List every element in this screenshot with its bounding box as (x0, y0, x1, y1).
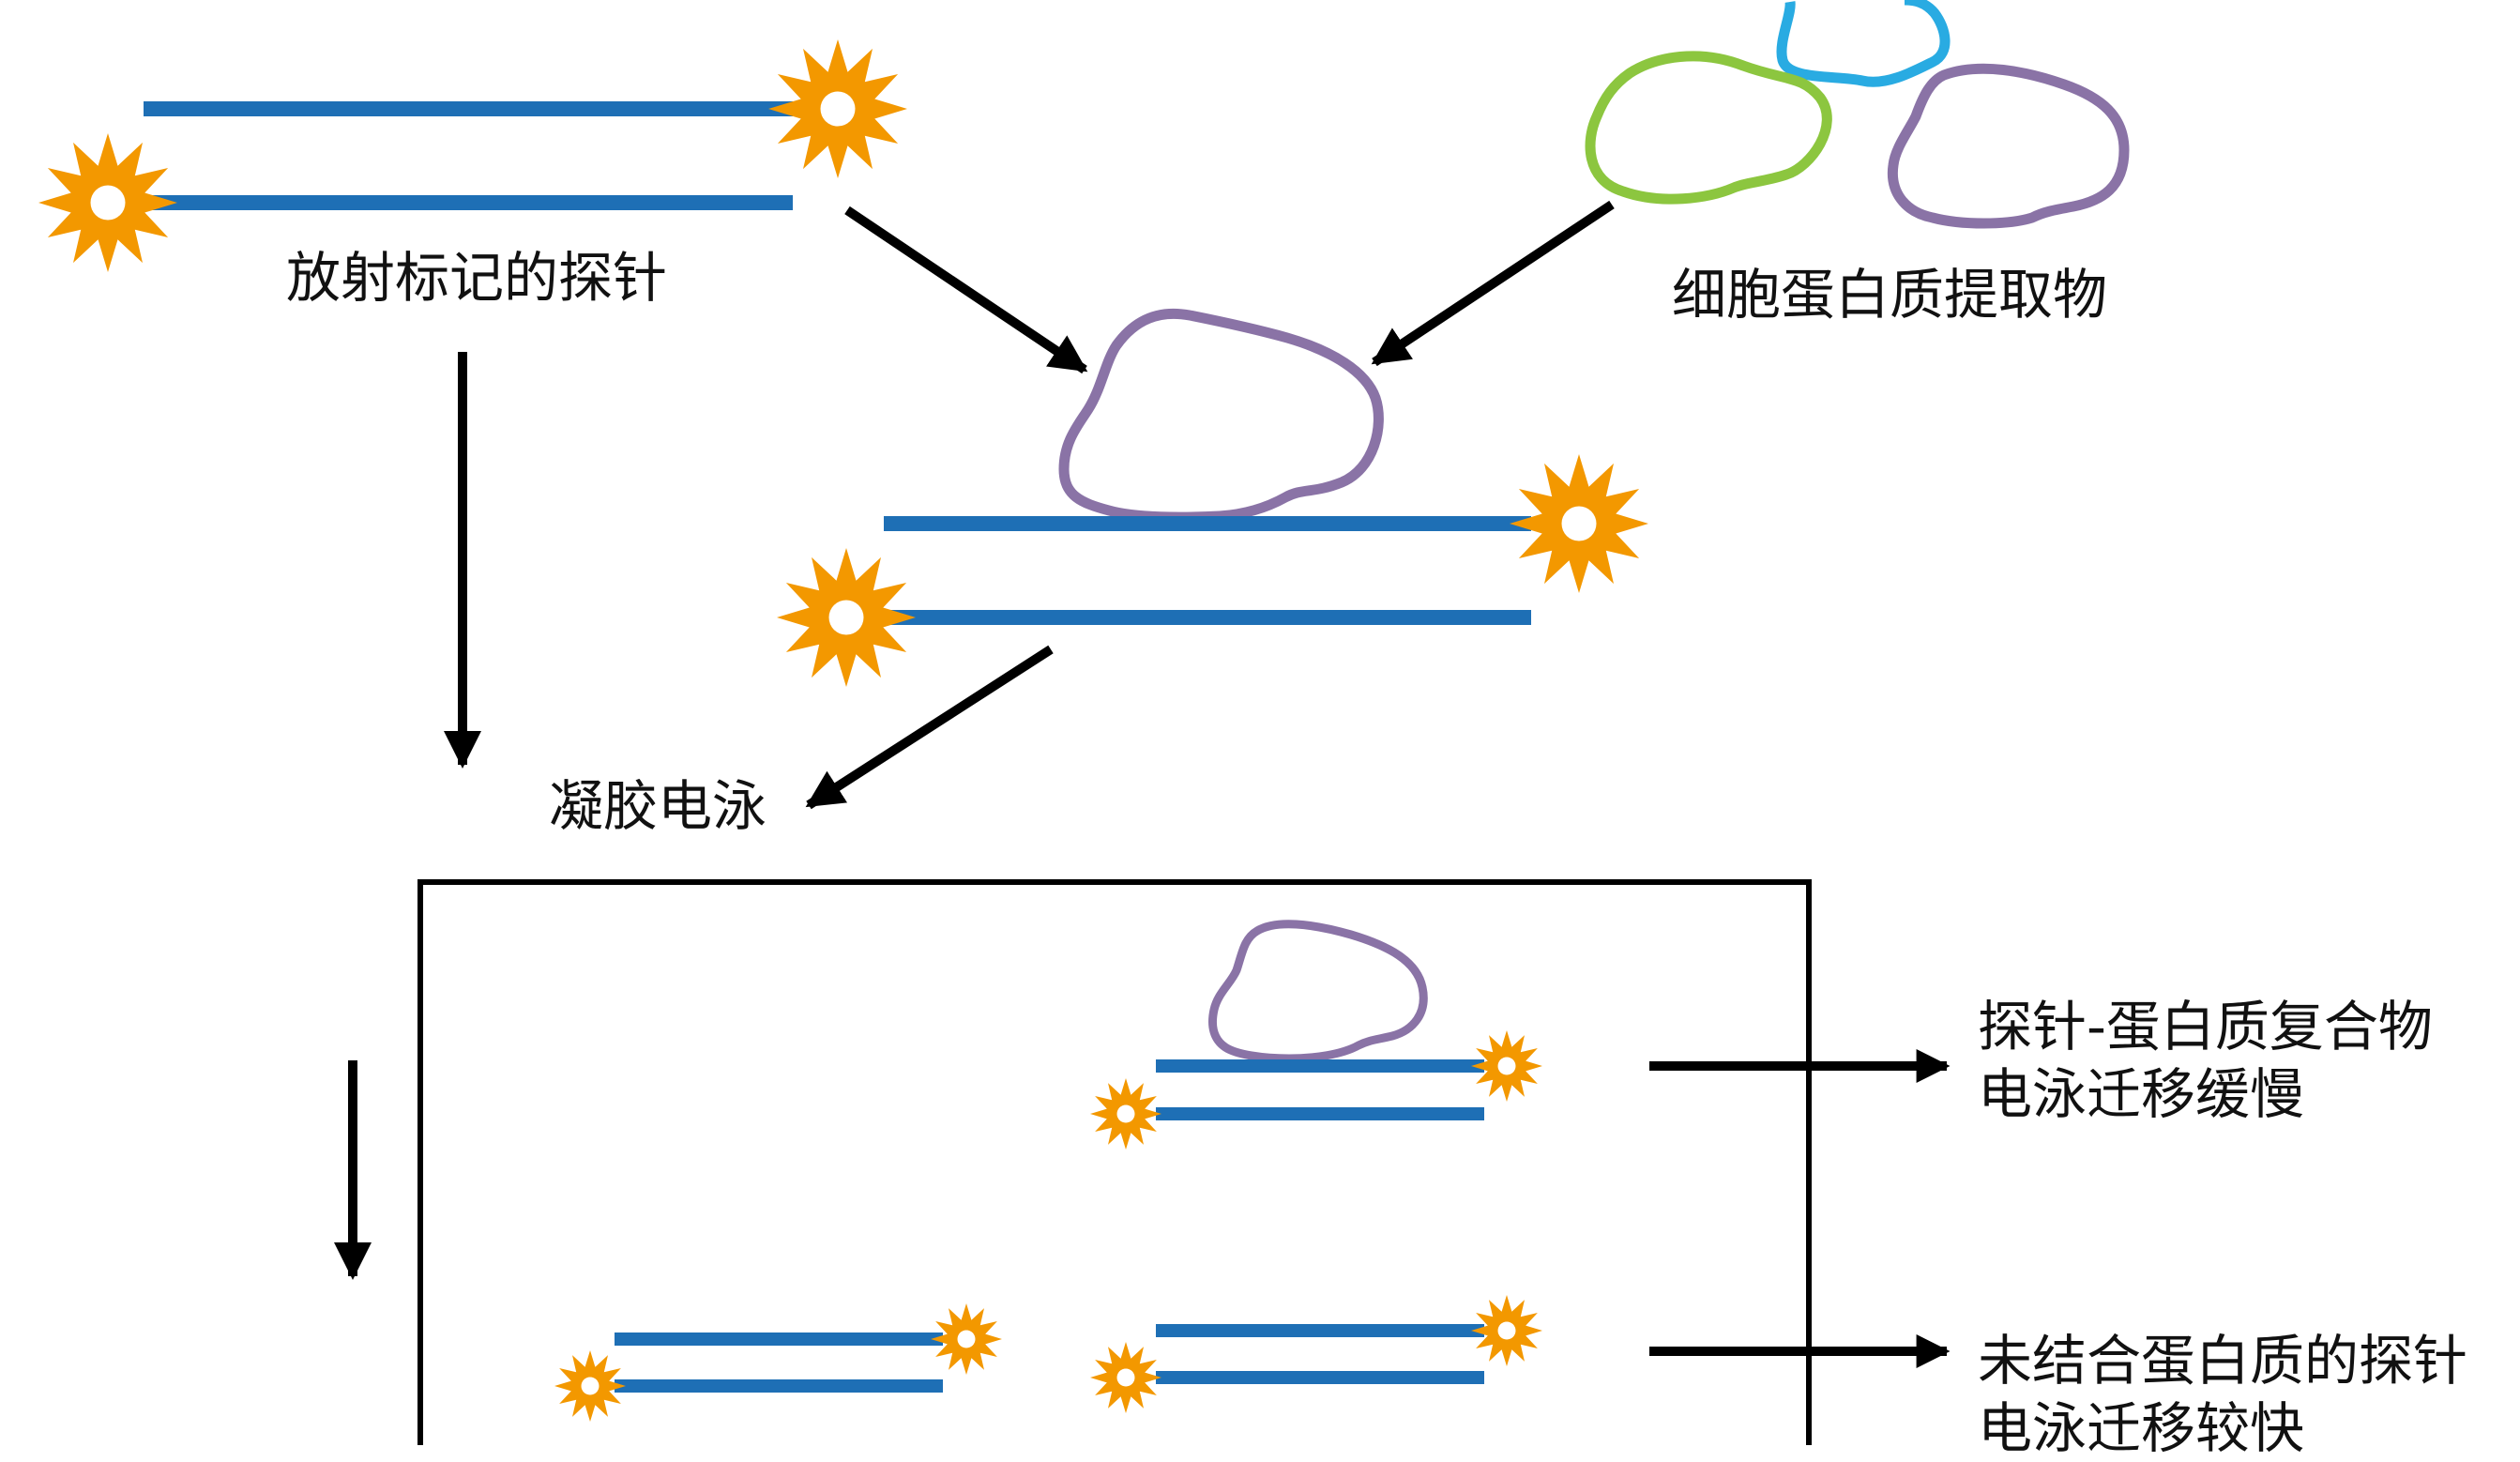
starburst-icon (1510, 454, 1648, 593)
starburst-center (1116, 1368, 1135, 1387)
gel-box (417, 879, 1812, 1445)
free-probe-top (38, 39, 907, 272)
starburst-icon (931, 1303, 1002, 1375)
starburst-icon (38, 133, 177, 272)
starburst-center (581, 1377, 600, 1395)
protein-blob-blue-icon (1776, 0, 1951, 87)
starburst-center (820, 91, 856, 127)
starburst-icon (1471, 1295, 1542, 1366)
protein-blob-purple-icon (1887, 63, 2130, 229)
starburst-center (90, 185, 126, 221)
starburst-icon (1090, 1078, 1161, 1150)
arrow-extract-to-complex (1371, 200, 1615, 367)
protein-blob-purple-icon (1058, 308, 1384, 523)
starburst-center (1497, 1057, 1516, 1075)
starburst-icon (777, 548, 916, 687)
gel-band-complex (1090, 920, 1542, 1150)
starburst-center (1116, 1104, 1135, 1123)
starburst-icon (1471, 1030, 1542, 1102)
protein-blob-purple-icon (1208, 920, 1428, 1063)
protein-extract (1585, 0, 2130, 229)
label-gel-electrophoresis: 凝胶电泳 (549, 774, 767, 838)
starburst-center (1497, 1321, 1516, 1340)
starburst-icon (554, 1350, 626, 1422)
label-free-probe-line1: 未结合蛋白质的探针 (1978, 1329, 2468, 1393)
label-complex-line1: 探针-蛋白质复合物 (1978, 995, 2433, 1058)
starburst-center (828, 600, 864, 635)
arrow-complex-to-gel (805, 645, 1054, 810)
gel-band-free-probe-right (1090, 1295, 1542, 1413)
arrow-probe-to-complex (844, 206, 1088, 374)
gel-band-free-probe-left (554, 1303, 1002, 1422)
starburst-icon (1090, 1342, 1161, 1413)
label-radiolabeled-probe: 放射标记的探针 (286, 246, 668, 310)
label-free-probe-line2: 电泳迁移较快 (1978, 1396, 2305, 1460)
label-cell-protein-extract: 细胞蛋白质提取物 (1672, 263, 2108, 327)
probe-protein-complex (777, 308, 1648, 687)
starburst-icon (768, 39, 907, 178)
starburst-center (1561, 506, 1597, 541)
label-complex-line2: 电泳迁移缓慢 (1978, 1062, 2305, 1126)
starburst-center (957, 1330, 976, 1348)
protein-blob-green-icon (1585, 51, 1832, 205)
